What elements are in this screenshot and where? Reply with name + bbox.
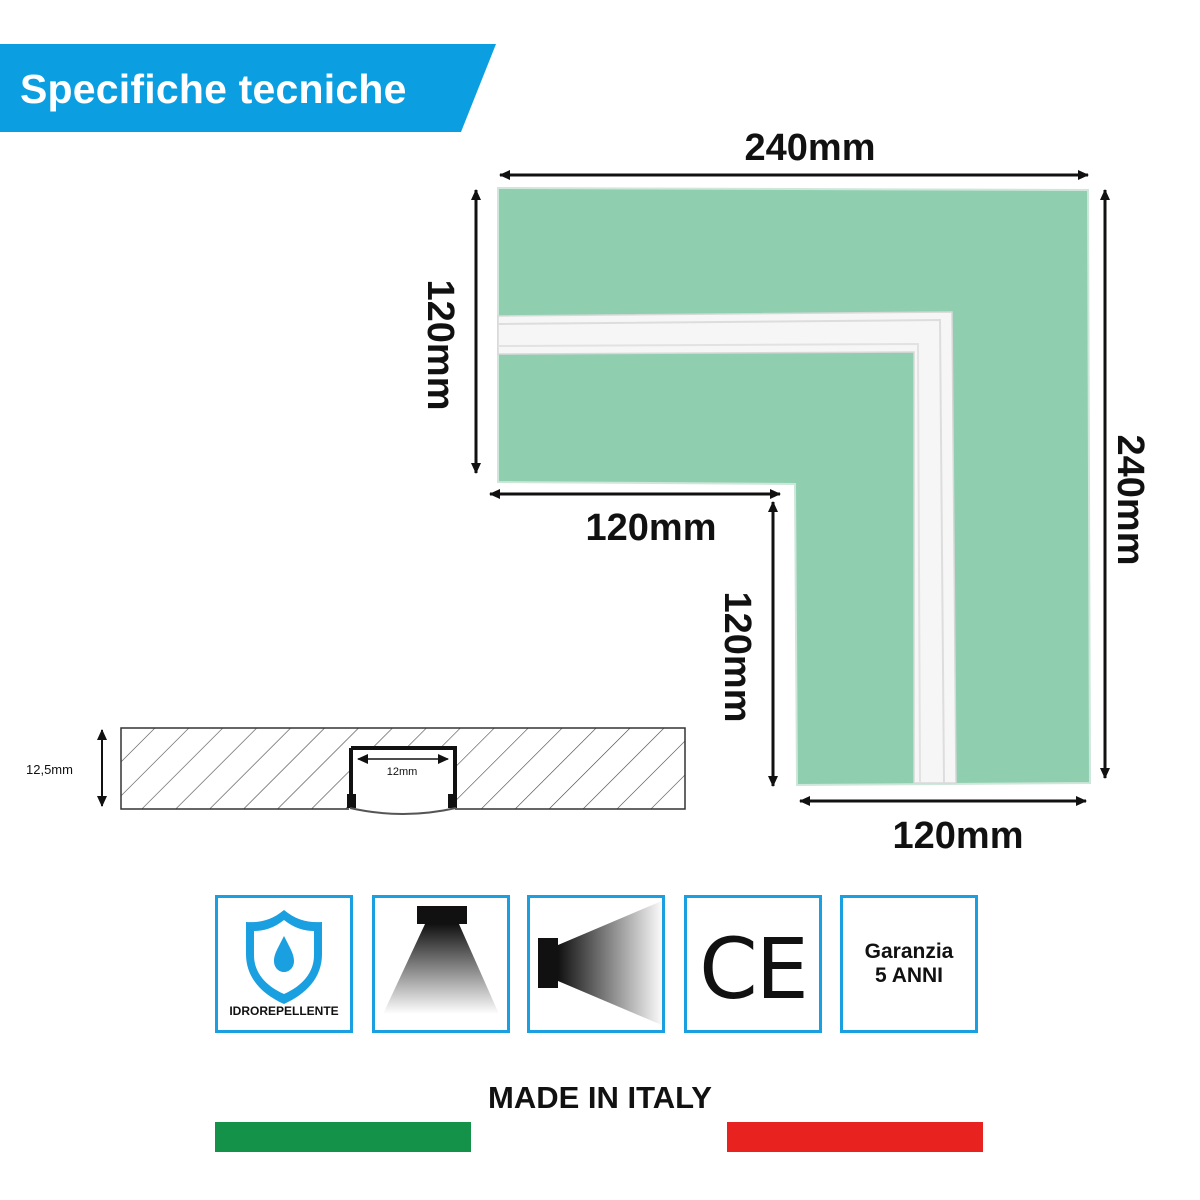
flag-green-bar <box>215 1122 471 1152</box>
label-inner-height: 120mm <box>716 592 758 723</box>
sidelight-badge <box>527 895 665 1033</box>
led-profile <box>497 311 957 784</box>
warranty-line1: Garanzia <box>864 940 954 963</box>
ce-mark-icon: CE <box>699 920 809 1018</box>
downlight-badge <box>372 895 510 1033</box>
header-banner <box>0 44 496 132</box>
flag-red-bar <box>727 1122 983 1152</box>
made-in-italy-text: MADE IN ITALY <box>488 1080 712 1115</box>
warranty-line2: 5 ANNI <box>874 964 944 987</box>
label-inner-width: 120mm <box>586 507 717 549</box>
ce-mark-badge: CE <box>684 895 822 1033</box>
label-top-width: 240mm <box>745 127 876 169</box>
light-fixture-icon <box>538 938 558 988</box>
light-beam-icon <box>558 900 662 1026</box>
plasterboard-panel <box>497 186 1092 787</box>
label-bottom-width: 120mm <box>893 815 1024 857</box>
water-drop-icon <box>274 936 294 972</box>
light-fixture-icon <box>417 906 467 924</box>
dimension-diagram: 240mm 240mm 120mm 120mm 120mm 120mm 12mm… <box>26 127 1151 857</box>
label-left-height: 120mm <box>419 280 461 411</box>
waterproof-label: IDROREPELLENTE <box>229 1004 339 1018</box>
light-beam-icon <box>383 924 499 1014</box>
waterproof-badge: IDROREPELLENTE <box>215 895 353 1033</box>
label-right-height: 240mm <box>1109 435 1151 566</box>
page-title: Specifiche tecniche <box>20 66 407 112</box>
label-section-thickness: 12,5mm <box>26 762 73 777</box>
label-channel-width: 12mm <box>387 766 418 778</box>
warranty-badge: Garanzia 5 ANNI <box>840 895 978 1033</box>
cross-section: 12mm 12,5mm <box>26 727 686 815</box>
